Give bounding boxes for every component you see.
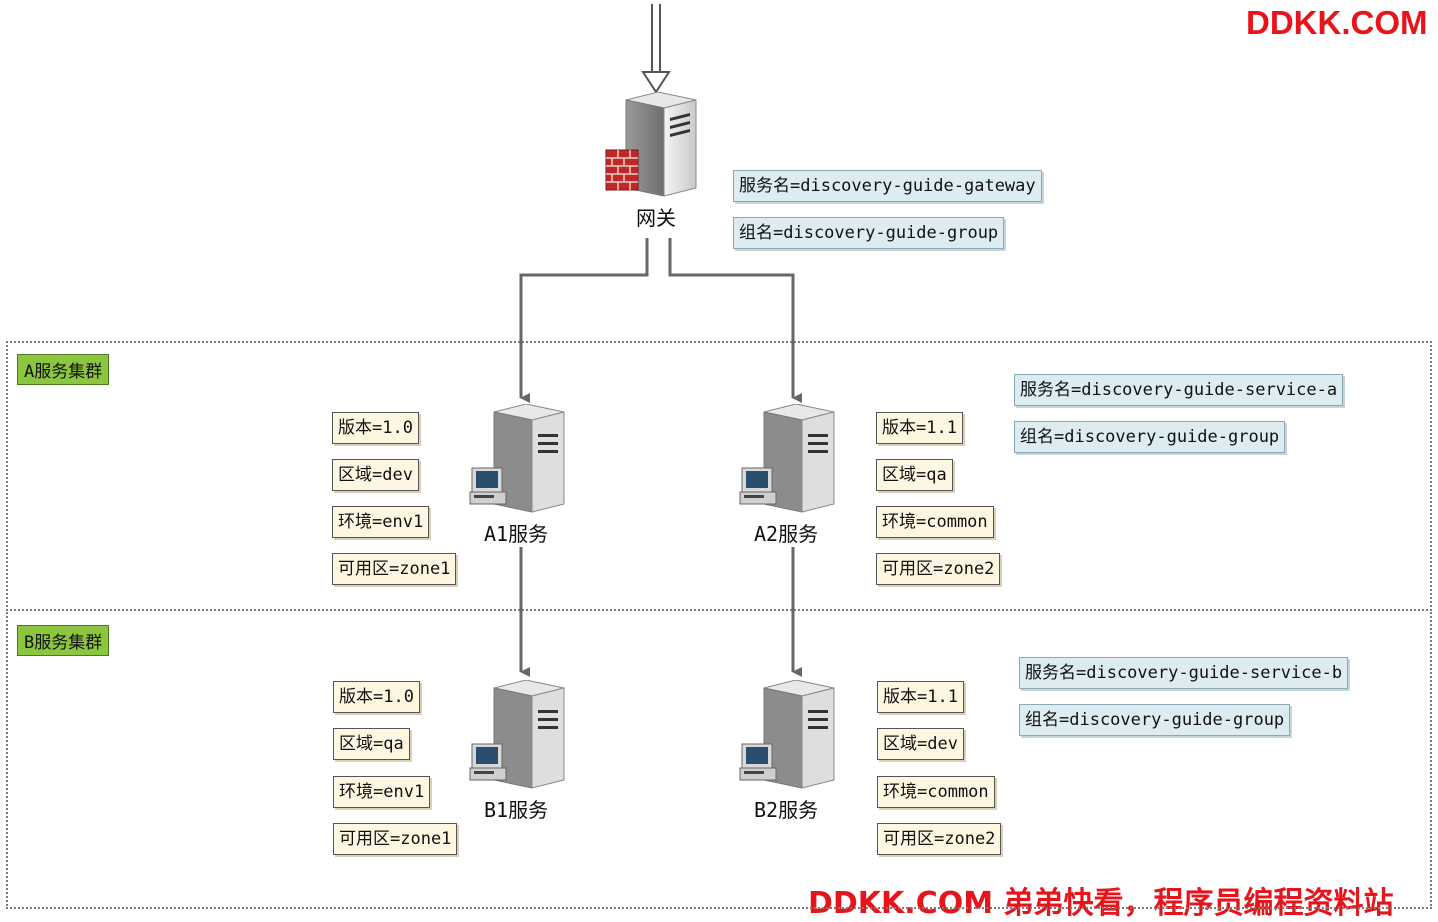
b1-version-tag: 版本=1.0 [333, 681, 420, 713]
cluster-b-region [6, 609, 1432, 909]
wire-gateway-a1 [519, 238, 649, 403]
b2-label: B2服务 [754, 798, 819, 822]
b1-zone-tag: 可用区=zone1 [333, 823, 458, 855]
gateway-server-icon [605, 92, 697, 197]
a2-region-tag: 区域=qa [876, 459, 953, 491]
workstation-icon [739, 743, 777, 781]
b2-env-tag: 环境=common [877, 776, 995, 808]
gateway-service-name-tag: 服务名=discovery-guide-gateway [733, 170, 1042, 202]
b1-label: B1服务 [484, 798, 549, 822]
a1-env-tag: 环境=env1 [332, 506, 430, 538]
a1-label: A1服务 [484, 522, 549, 546]
gateway-label: 网关 [636, 206, 676, 230]
b1-region-tag: 区域=qa [333, 728, 410, 760]
b2-zone-tag: 可用区=zone2 [877, 823, 1002, 855]
b2-server-icon [739, 680, 835, 789]
b1-server-icon [469, 680, 565, 789]
incoming-arrow [641, 4, 671, 94]
b1-env-tag: 环境=env1 [333, 776, 431, 808]
wire-gateway-a2 [668, 238, 802, 403]
cluster-a-group-tag: 组名=discovery-guide-group [1014, 421, 1286, 453]
workstation-icon [469, 743, 507, 781]
workstation-icon [739, 467, 777, 505]
a2-env-tag: 环境=common [876, 506, 994, 538]
a1-zone-tag: 可用区=zone1 [332, 553, 457, 585]
a2-label: A2服务 [754, 522, 819, 546]
a1-server-icon [469, 404, 565, 513]
a2-version-tag: 版本=1.1 [876, 412, 963, 444]
cluster-b-label: B服务集群 [17, 625, 110, 656]
a1-version-tag: 版本=1.0 [332, 412, 419, 444]
cluster-a-service-name-tag: 服务名=discovery-guide-service-a [1014, 374, 1344, 406]
a2-server-icon [739, 404, 835, 513]
b2-version-tag: 版本=1.1 [877, 681, 964, 713]
a1-region-tag: 区域=dev [332, 459, 419, 491]
workstation-icon [469, 467, 507, 505]
a2-zone-tag: 可用区=zone2 [876, 553, 1001, 585]
cluster-b-service-name-tag: 服务名=discovery-guide-service-b [1019, 657, 1349, 689]
gateway-group-tag: 组名=discovery-guide-group [733, 217, 1005, 249]
cluster-b-group-tag: 组名=discovery-guide-group [1019, 704, 1291, 736]
firewall-icon [605, 149, 639, 191]
watermark-top: DDKK.COM [1246, 4, 1428, 41]
b2-region-tag: 区域=dev [877, 728, 964, 760]
cluster-a-label: A服务集群 [17, 354, 110, 385]
